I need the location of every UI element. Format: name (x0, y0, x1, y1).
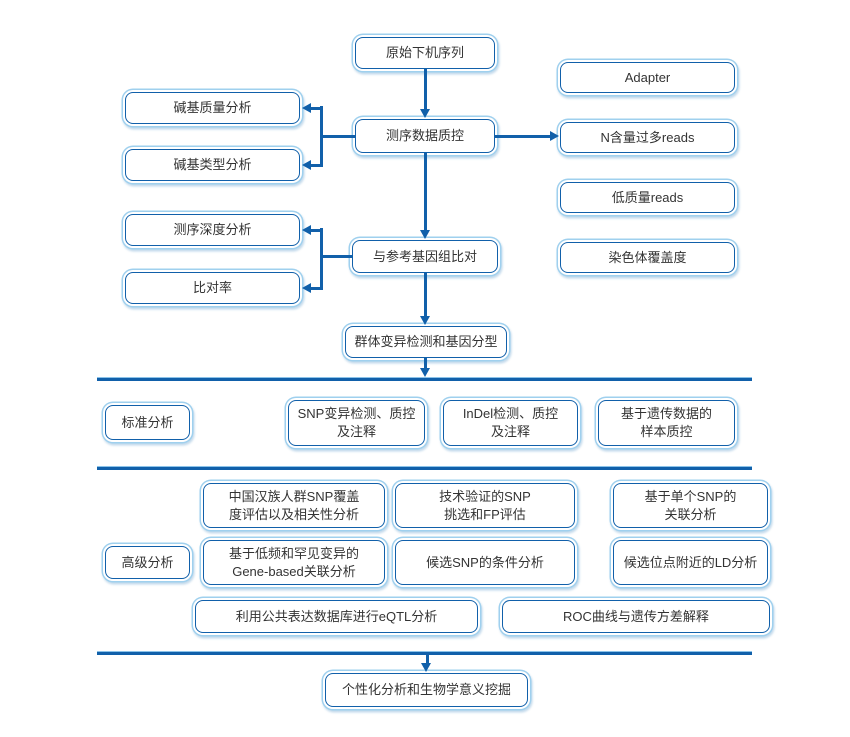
node-personalized-mining: 个性化分析和生物学意义挖掘 (325, 673, 528, 707)
connector-qc-branch-vertical (320, 106, 323, 167)
node-single-snp-assoc: 基于单个SNP的 关联分析 (613, 483, 768, 528)
node-candidate-snp-conditional: 候选SNP的条件分析 (395, 540, 575, 585)
arrowhead-personalized-icon (421, 663, 431, 672)
connector-qc-to-nreads (495, 134, 550, 138)
node-alignment-rate: 比对率 (125, 272, 300, 304)
connector-raw-to-qc (424, 69, 427, 110)
node-genetic-sample-qc: 基于遗传数据的 样本质控 (598, 400, 735, 446)
node-eqtl-analysis: 利用公共表达数据库进行eQTL分析 (195, 600, 478, 633)
node-han-snp-coverage: 中国汉族人群SNP覆盖 度评估以及相关性分析 (203, 483, 385, 528)
label-standard-analysis: 标准分析 (105, 405, 190, 440)
connector-qc-branch-stem (322, 134, 355, 138)
arrowhead-standard-icon (420, 368, 430, 377)
connector-qc-to-alignment (424, 153, 427, 230)
arrowhead-qc-to-nreads-icon (550, 130, 559, 141)
node-adapter: Adapter (560, 62, 735, 93)
node-roc-curve: ROC曲线与遗传方差解释 (502, 600, 770, 633)
node-chromosome-coverage: 染色体覆盖度 (560, 242, 735, 273)
connector-align-branch-stem (322, 255, 352, 258)
node-rare-variant-assoc: 基于低频和罕见变异的 Gene-based关联分析 (203, 540, 385, 585)
connector-align-branch-vertical (320, 228, 323, 290)
label-advanced-analysis: 高级分析 (105, 546, 190, 579)
connector-popvar-to-standard (424, 358, 427, 368)
node-snp-detection: SNP变异检测、质控 及注释 (288, 400, 425, 446)
node-ld-analysis: 候选位点附近的LD分析 (613, 540, 768, 585)
node-low-quality-reads: 低质量reads (560, 182, 735, 213)
arrowhead-raw-to-qc-icon (420, 109, 430, 118)
arrowhead-depth-icon (302, 224, 311, 235)
connector-align-to-rate (311, 286, 322, 290)
arrowhead-popvar-icon (420, 316, 430, 325)
arrowhead-rate-icon (302, 282, 311, 293)
node-n-content-reads: N含量过多reads (560, 122, 735, 153)
section-divider-bottom (97, 651, 752, 655)
node-genome-alignment: 与参考基因组比对 (352, 240, 498, 273)
node-raw-sequence: 原始下机序列 (355, 37, 495, 69)
node-base-quality: 碱基质量分析 (125, 92, 300, 124)
arrowhead-base-quality-icon (302, 102, 311, 113)
connector-align-to-popvar (424, 273, 427, 317)
node-base-type: 碱基类型分析 (125, 149, 300, 181)
node-indel-detection: InDel检测、质控 及注释 (443, 400, 578, 446)
connector-qc-to-base-quality (311, 106, 322, 110)
node-validated-snp: 技术验证的SNP 挑选和FP评估 (395, 483, 575, 528)
node-sequencing-qc: 测序数据质控 (355, 119, 495, 153)
node-population-variant: 群体变异检测和基因分型 (345, 326, 507, 358)
arrowhead-base-type-icon (302, 159, 311, 170)
section-divider-advanced (97, 466, 752, 470)
arrowhead-qc-to-alignment-icon (420, 230, 430, 239)
connector-qc-to-base-type (311, 163, 322, 167)
section-divider-standard (97, 377, 752, 381)
connector-align-to-depth (311, 228, 322, 232)
connector-to-personalized (426, 655, 429, 664)
node-depth-analysis: 测序深度分析 (125, 214, 300, 246)
